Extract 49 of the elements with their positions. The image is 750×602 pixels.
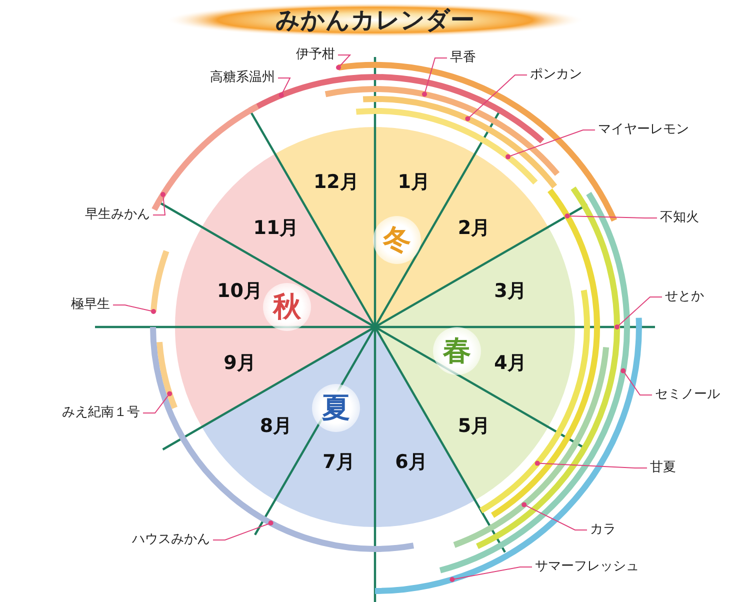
variety-label: 早生みかん — [85, 207, 150, 223]
leader-line — [152, 192, 166, 216]
harvest-period-arc — [152, 104, 260, 212]
leader-line — [422, 58, 448, 97]
variety-label: 不知火 — [660, 210, 699, 226]
variety-label: セミノール — [655, 387, 720, 403]
title: みかんカレンダー — [276, 5, 474, 36]
season-label: 秋 — [263, 283, 311, 331]
leader-line — [336, 54, 352, 70]
leader-line — [278, 78, 291, 98]
harvest-period-arc — [374, 318, 642, 594]
leader-line — [522, 502, 588, 530]
harvest-period-arc — [150, 250, 170, 312]
leader-line — [506, 130, 596, 160]
variety-label: ハウスみかん — [132, 532, 210, 548]
leader-line — [564, 214, 658, 218]
variety-label: 高糖系温州 — [210, 70, 275, 86]
month-label: 6月 — [395, 449, 428, 476]
leader-line — [465, 74, 528, 122]
month-label: 10月 — [217, 278, 262, 304]
month-label: 3月 — [494, 278, 526, 304]
variety-label: カラ — [590, 522, 616, 538]
month-label: 2月 — [458, 215, 490, 241]
leader-line — [534, 460, 648, 468]
leader-line — [620, 368, 652, 396]
month-label: 11月 — [253, 215, 299, 241]
month-label: 9月 — [224, 350, 256, 376]
leader-line — [450, 566, 532, 582]
month-label: 8月 — [260, 412, 292, 439]
variety-label: ポンカン — [530, 67, 582, 83]
variety-label: 伊予柑 — [296, 47, 335, 63]
harvest-period-arc — [439, 192, 630, 574]
variety-label: 早香 — [450, 50, 476, 66]
variety-label: せとか — [665, 289, 704, 305]
month-label: 5月 — [458, 412, 490, 439]
variety-label: 甘夏 — [650, 460, 676, 476]
leader-line — [614, 296, 662, 330]
variety-label: マイヤーレモン — [598, 122, 689, 138]
month-label: 4月 — [494, 350, 526, 376]
leader-line — [212, 520, 274, 540]
month-label: 12月 — [313, 169, 359, 196]
variety-label: みえ紀南１号 — [62, 405, 140, 421]
leader-line — [112, 304, 156, 314]
month-label: 1月 — [398, 169, 430, 196]
month-label: 7月 — [322, 449, 355, 476]
leader-line — [142, 391, 172, 414]
variety-label: サマーフレッシュ — [535, 559, 639, 575]
variety-label: 極早生 — [71, 297, 110, 313]
season-label: 冬 — [373, 216, 421, 264]
